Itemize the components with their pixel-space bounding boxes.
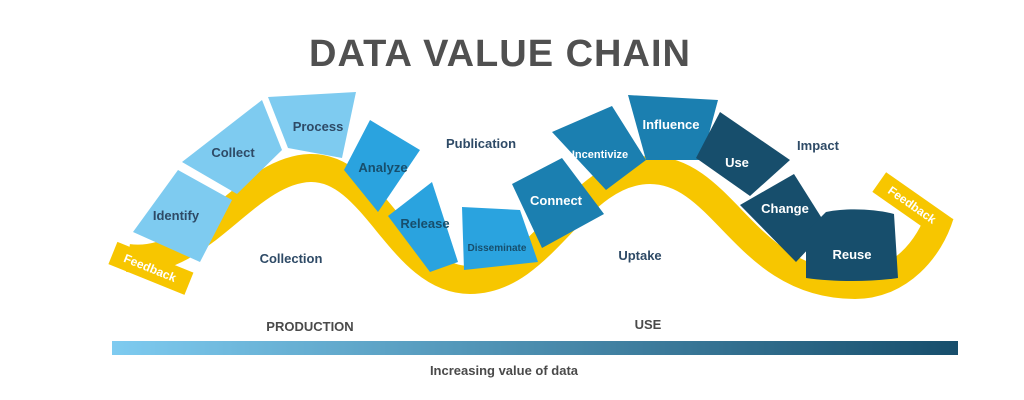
segment-connect-label: Connect [530,193,583,208]
segment-reuse: Reuse [806,209,898,281]
segment-connect: Connect [512,158,604,248]
stage-uptake-label: Uptake [618,248,661,263]
segment-use-label: Use [725,155,749,170]
segment-reuse-label: Reuse [832,247,871,262]
segment-identify: Identify [133,170,232,262]
segment-incentivize-label: Incentivize [572,149,628,161]
segment-release-label: Release [400,216,449,231]
feedback-left-tab [108,241,194,295]
stage-impact-label: Impact [797,138,840,153]
segment-analyze-block [344,120,420,212]
gradient-caption: Increasing value of data [430,363,579,378]
value-gradient-bar [112,341,958,355]
segment-process: Process [268,92,356,158]
segment-connect-block [512,158,604,248]
segment-release-block [388,182,458,272]
segment-analyze: Analyze [344,120,420,212]
segment-disseminate-label: Disseminate [468,243,527,254]
segment-process-label: Process [293,119,344,134]
segment-use-block [696,112,790,196]
segment-disseminate: Disseminate [462,207,538,270]
diagram-title: DATA VALUE CHAIN [309,33,691,75]
segment-incentivize: Incentivize [552,106,646,190]
stage-publication-label: Publication [446,136,516,151]
segment-identify-block [133,170,232,262]
segment-change-label: Change [761,201,809,216]
segment-incentivize-block [552,106,646,190]
segment-reuse-block [806,209,898,281]
band-use-label: USE [635,317,662,332]
feedback-right-tab [872,172,954,239]
segment-collect-block [182,100,282,194]
segment-process-block [268,92,356,158]
segment-disseminate-block [462,207,538,270]
segment-identify-label: Identify [153,208,200,223]
segment-collect-label: Collect [211,145,255,160]
stage-collection-label: Collection [260,251,323,266]
segment-influence-block [628,95,718,160]
segment-use: Use [696,112,790,196]
segment-influence: Influence [628,95,718,160]
segment-influence-label: Influence [642,117,699,132]
segments-group: Identify Collect Process Analyze Release… [133,92,898,281]
segment-analyze-label: Analyze [358,160,407,175]
segment-release: Release [388,182,458,272]
band-production-label: PRODUCTION [266,319,353,334]
segment-collect: Collect [182,100,282,194]
